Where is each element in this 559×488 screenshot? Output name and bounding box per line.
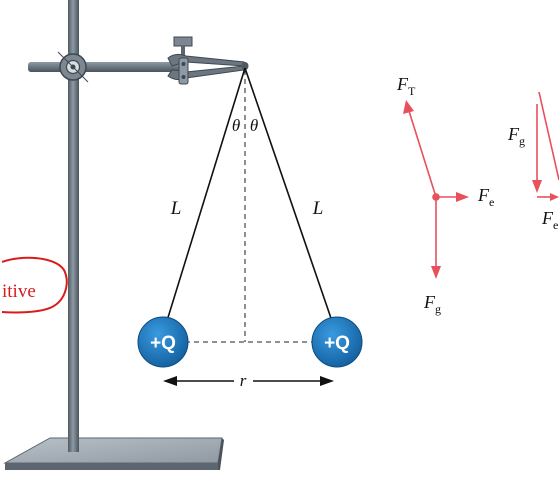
electric-force-arrow-head: [456, 192, 469, 202]
charged-sphere-right: [311, 316, 363, 368]
triangle-electric-arrow-head: [550, 193, 559, 201]
electric-force-label: Fe: [477, 185, 494, 209]
charge-label-left: +Q: [150, 333, 176, 354]
stand-arm: [28, 62, 180, 72]
stand-base-edge: [5, 463, 218, 470]
tension-arrow-shaft: [408, 110, 437, 198]
handwritten-annotation: itive: [1, 256, 68, 314]
boss-clamp: [57, 51, 89, 83]
handwritten-text: itive: [2, 281, 36, 302]
charged-sphere-left: [137, 316, 189, 368]
string-right: [244, 67, 334, 325]
stand-base: [3, 437, 223, 464]
clamp-jaw: [167, 36, 249, 85]
triangle-gravity-arrow-head: [532, 180, 542, 193]
length-label-right: L: [312, 198, 324, 219]
tension-force-label: FT: [396, 74, 416, 98]
gravity-force-label: Fg: [423, 292, 441, 316]
triangle-tension-side: [538, 91, 559, 181]
charge-label-right: +Q: [324, 333, 350, 354]
force-triangle-diagram: Fg Fe: [507, 91, 559, 232]
hand-drawn-circle: [1, 256, 68, 314]
string-left: [165, 67, 246, 325]
gravity-arrow-head: [431, 266, 441, 279]
separation-arrow: [163, 376, 334, 386]
triangle-gravity-label: Fg: [507, 124, 525, 148]
ring-stand: [3, 0, 249, 470]
pendulum: +Q +Q θ θ L L r: [137, 67, 363, 390]
force-origin-point: [432, 193, 440, 201]
stand-rod: [68, 0, 79, 452]
angle-label-right: θ: [250, 116, 258, 135]
triangle-electric-label: Fe: [541, 208, 558, 232]
length-label-left: L: [170, 198, 182, 219]
free-body-diagram: FT Fe Fg: [396, 74, 494, 316]
tension-arrow-head: [403, 100, 414, 114]
angle-label-left: θ: [232, 116, 240, 135]
stand-base-side: [218, 438, 224, 470]
separation-label: r: [240, 371, 247, 390]
